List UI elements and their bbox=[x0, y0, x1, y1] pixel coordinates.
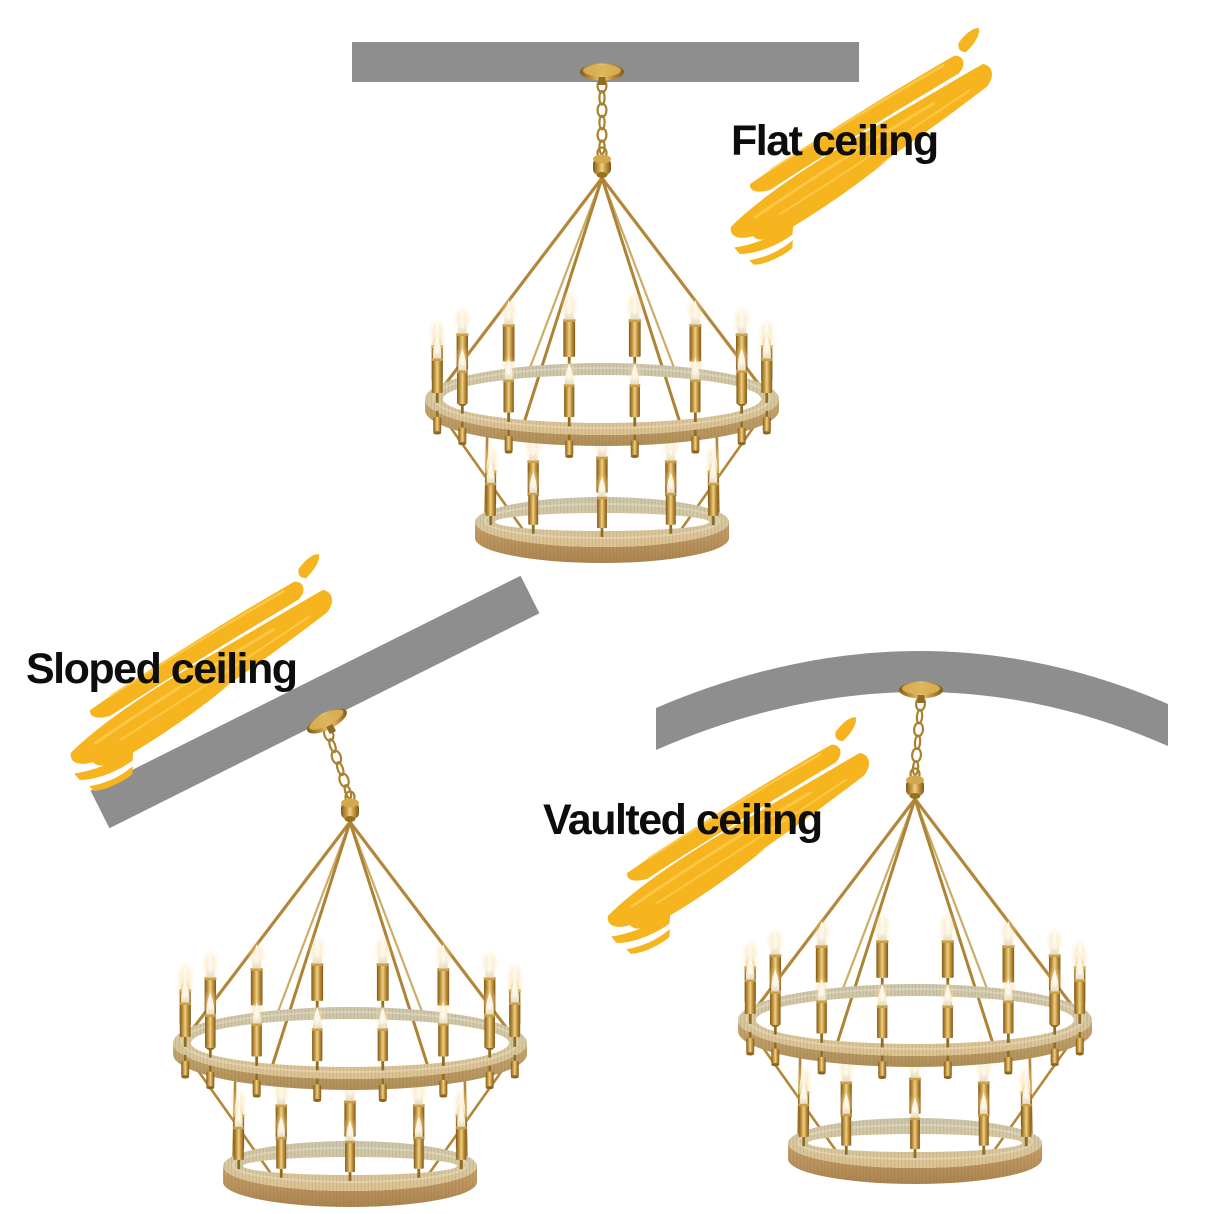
vaulted-ceiling-label: Vaulted ceiling bbox=[543, 796, 823, 844]
brush-stroke-flat bbox=[730, 28, 992, 265]
flat-ceiling-label: Flat ceiling bbox=[731, 117, 939, 165]
vaulted-ceiling-arch bbox=[656, 650, 1168, 750]
sloped-ceiling-label: Sloped ceiling bbox=[26, 645, 298, 693]
brush-stroke-sloped bbox=[70, 554, 332, 791]
chandelier-vaulted-ceiling bbox=[738, 681, 1092, 1184]
brush-stroke-vaulted bbox=[607, 717, 869, 954]
sloped-ceiling-bar bbox=[90, 575, 540, 829]
chandelier-flat-ceiling bbox=[425, 63, 779, 563]
chandelier-sloped-ceiling bbox=[173, 708, 527, 1207]
